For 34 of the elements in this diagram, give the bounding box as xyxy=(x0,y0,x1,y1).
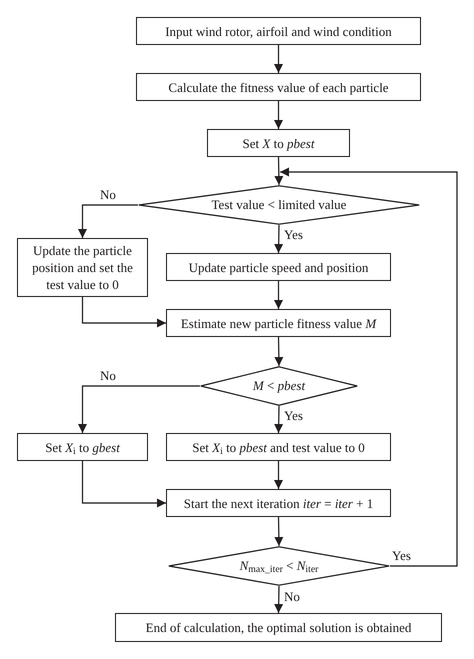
arrow xyxy=(274,406,284,434)
process-box: Input wind rotor, airfoil and wind condition xyxy=(136,17,421,45)
arrow xyxy=(274,586,284,614)
arrow xyxy=(78,204,138,238)
edge-label: No xyxy=(284,590,300,603)
process-box: End of calculation, the optimal solution is obtained xyxy=(115,613,442,642)
arrow xyxy=(274,281,283,309)
process-box: Calculate the fitness value of each particle xyxy=(136,73,421,101)
decision-text: Test value < limited value xyxy=(212,196,346,214)
arrow xyxy=(274,336,284,366)
arrow xyxy=(274,224,284,254)
arrow xyxy=(274,45,283,73)
arrow xyxy=(274,101,283,129)
edge-label: Yes xyxy=(392,549,411,562)
edge-label: Yes xyxy=(284,228,303,241)
process-box: Set X$_{i}$ to gbest xyxy=(17,433,148,461)
arrow xyxy=(280,168,458,567)
edge-label: No xyxy=(100,369,116,382)
decision-text: M < pbest xyxy=(252,378,306,394)
arrow xyxy=(82,461,166,508)
edge-label: Yes xyxy=(284,409,303,422)
process-box: Update particle speed and position xyxy=(166,253,391,281)
process-box: Start the next iteration iter = iter + 1 xyxy=(166,489,391,517)
arrow xyxy=(274,461,283,489)
arrow xyxy=(274,516,284,546)
process-box: Update the particle position and set the test value to 0 xyxy=(17,238,148,297)
edge-label: No xyxy=(100,188,116,201)
process-box: Estimate new particle fitness value M xyxy=(166,309,391,337)
decision-text: N$_{max_iter}$ < N$_{iter}$ xyxy=(240,558,318,574)
arrow xyxy=(274,156,284,186)
arrow xyxy=(82,297,166,328)
process-box: Set X to pbest xyxy=(207,129,350,157)
process-box: Set X$_{i}$ to pbest and test value to 0 xyxy=(166,433,391,461)
arrow xyxy=(78,385,200,433)
